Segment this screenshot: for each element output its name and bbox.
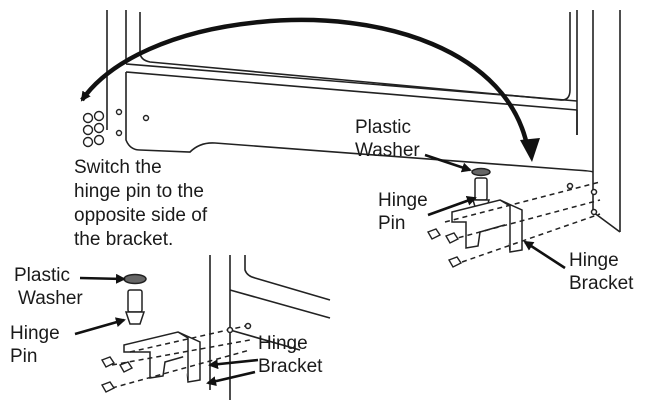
pointer-upper-bracket: [523, 240, 566, 270]
screws-lower: [100, 356, 134, 393]
instruction-line-4: the bracket.: [74, 229, 174, 250]
lower-plastic-washer-label-2: Washer: [18, 288, 83, 309]
hinge-assembly-upper: [444, 167, 601, 263]
pointer-upper-washer: [424, 153, 472, 173]
lower-hinge-bracket-label-1: Hinge: [258, 333, 308, 354]
upper-plastic-washer-label-1: Plastic: [355, 117, 411, 138]
lower-hinge-pin-label-1: Hinge: [10, 323, 60, 344]
pointer-upper-pin: [427, 196, 477, 217]
lower-plastic-washer-label-1: Plastic: [14, 265, 70, 286]
upper-plastic-washer-label-2: Washer: [355, 140, 420, 161]
upper-hinge-pin-label-1: Hinge: [378, 190, 428, 211]
switch-arrow: [80, 17, 531, 151]
hinge-assembly-lower: [111, 273, 252, 389]
switch-arrow-head-right: [520, 138, 540, 162]
pointer-lower-bracket-1: [208, 358, 259, 370]
upper-hinge-bracket-label-1: Hinge: [569, 250, 619, 271]
pointer-lower-pin: [74, 317, 126, 336]
instruction-line-1: Switch the: [74, 157, 162, 178]
lower-hinge-pin-label-2: Pin: [10, 346, 38, 367]
upper-hinge-pin-label-2: Pin: [378, 213, 406, 234]
instruction-line-3: opposite side of: [74, 205, 208, 226]
pointer-lower-washer: [79, 273, 126, 284]
upper-hinge-bracket-label-2: Bracket: [569, 273, 634, 294]
lower-hinge-bracket-label-2: Bracket: [258, 356, 323, 377]
screw-cluster-upper-left: [82, 108, 150, 148]
pointer-lower-bracket-2: [206, 370, 256, 387]
screws-upper: [426, 228, 463, 268]
instruction-line-2: hinge pin to the: [74, 181, 204, 202]
